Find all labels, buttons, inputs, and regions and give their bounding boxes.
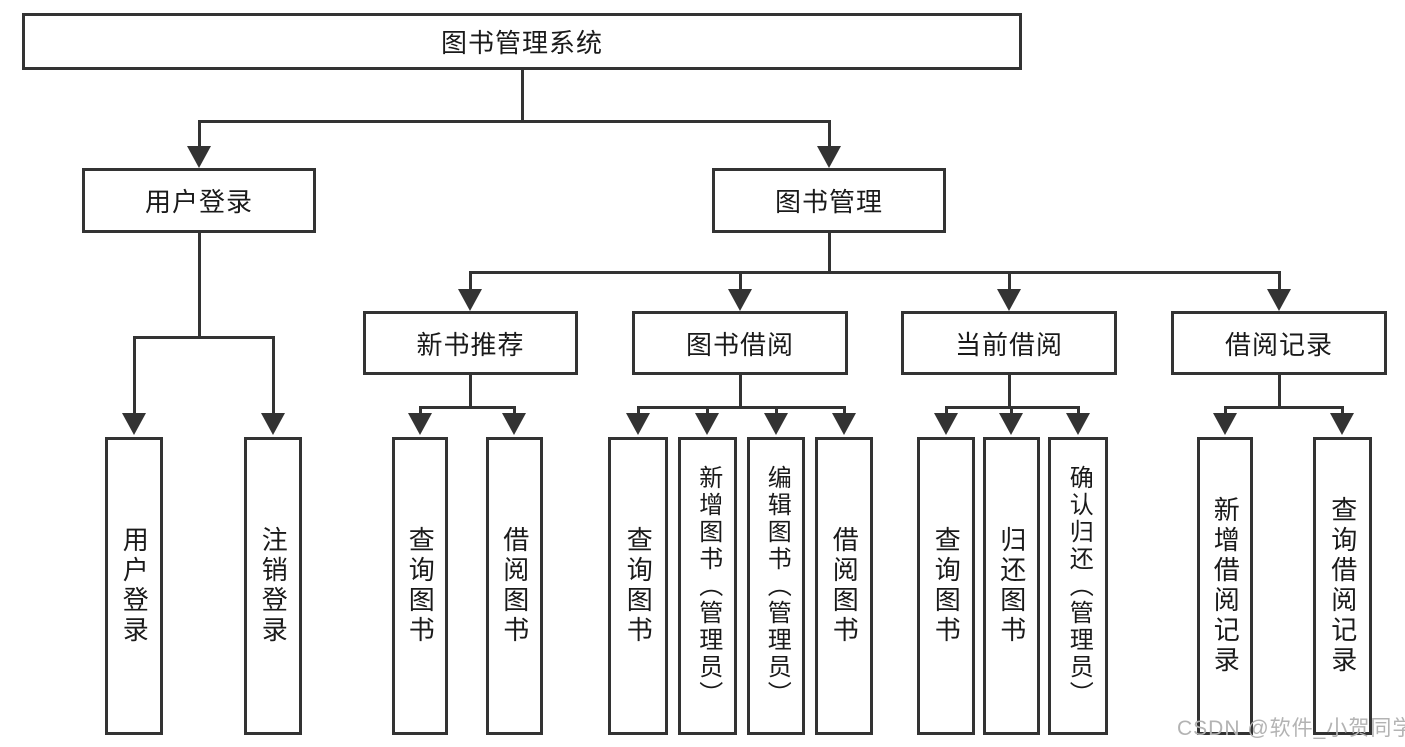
connector-line <box>739 375 742 408</box>
leaf-bb-add-books-admin: 新增图书（管理员） <box>678 437 737 735</box>
leaf-br-query-record-label: 查询借阅记录 <box>1327 496 1358 676</box>
arrowhead-down-icon <box>934 413 958 435</box>
connector-line <box>945 406 948 416</box>
connector-line <box>198 120 831 123</box>
leaf-bb-borrow-books-label: 借阅图书 <box>829 526 860 646</box>
arrowhead-down-icon <box>1267 289 1291 311</box>
arrowhead-down-icon <box>502 413 526 435</box>
connector-line <box>1278 271 1281 292</box>
leaf-cb-confirm-return-admin: 确认归还（管理员） <box>1048 437 1108 735</box>
arrowhead-down-icon <box>1066 413 1090 435</box>
leaf-bb-edit-books-admin: 编辑图书（管理员） <box>747 437 805 735</box>
arrowhead-down-icon <box>122 413 146 435</box>
arrowhead-down-icon <box>261 413 285 435</box>
leaf-nb-query-books: 查询图书 <box>392 437 448 735</box>
node-new-book-recommend-label: 新书推荐 <box>416 329 525 360</box>
connector-line <box>1341 406 1344 416</box>
node-current-borrow-label: 当前借阅 <box>954 329 1063 360</box>
connector-line <box>775 406 778 416</box>
node-library-system-label: 图书管理系统 <box>440 28 603 58</box>
arrowhead-down-icon <box>626 413 650 435</box>
node-book-borrow: 图书借阅 <box>632 311 848 375</box>
node-new-book-recommend: 新书推荐 <box>363 311 578 375</box>
connector-line <box>1077 406 1080 416</box>
arrowhead-down-icon <box>832 413 856 435</box>
connector-line <box>133 336 136 415</box>
leaf-user-login-label: 用户登录 <box>119 526 150 646</box>
connector-line <box>419 406 516 409</box>
connector-line <box>469 271 1281 274</box>
leaf-logout-label: 注销登录 <box>258 526 289 646</box>
connector-line <box>1008 271 1011 292</box>
leaf-br-add-record: 新增借阅记录 <box>1197 437 1253 735</box>
leaf-bb-add-books-admin-label: 新增图书（管理员） <box>694 464 722 708</box>
leaf-user-login: 用户登录 <box>105 437 163 735</box>
arrowhead-down-icon <box>764 413 788 435</box>
connector-line <box>272 336 275 415</box>
node-book-management: 图书管理 <box>712 168 946 233</box>
connector-line <box>198 120 201 148</box>
leaf-cb-confirm-return-admin-label: 确认归还（管理员） <box>1065 464 1093 708</box>
connector-line <box>133 336 275 339</box>
node-library-system: 图书管理系统 <box>22 13 1022 70</box>
connector-line <box>739 271 742 292</box>
node-book-management-label: 图书管理 <box>774 187 883 217</box>
leaf-logout: 注销登录 <box>244 437 302 735</box>
leaf-cb-return-books: 归还图书 <box>983 437 1040 735</box>
arrowhead-down-icon <box>728 289 752 311</box>
arrowhead-down-icon <box>695 413 719 435</box>
leaf-bb-edit-books-admin-label: 编辑图书（管理员） <box>763 464 791 708</box>
arrowhead-down-icon <box>1330 413 1354 435</box>
leaf-bb-borrow-books: 借阅图书 <box>815 437 873 735</box>
arrowhead-down-icon <box>1213 413 1237 435</box>
connector-line <box>198 233 201 338</box>
leaf-cb-return-books-label: 归还图书 <box>996 526 1027 646</box>
connector-line <box>419 406 422 416</box>
connector-line <box>828 233 831 274</box>
arrowhead-down-icon <box>999 413 1023 435</box>
arrowhead-down-icon <box>817 146 841 168</box>
connector-line <box>1224 406 1344 409</box>
node-current-borrow: 当前借阅 <box>901 311 1117 375</box>
leaf-cb-query-books-label: 查询图书 <box>931 526 962 646</box>
arrowhead-down-icon <box>458 289 482 311</box>
connector-line <box>828 120 831 148</box>
node-user-login: 用户登录 <box>82 168 316 233</box>
connector-line <box>706 406 709 416</box>
leaf-br-query-record: 查询借阅记录 <box>1313 437 1372 735</box>
node-borrow-records: 借阅记录 <box>1171 311 1387 375</box>
connector-line <box>1278 375 1281 408</box>
connector-line <box>469 271 472 292</box>
leaf-nb-borrow-books-label: 借阅图书 <box>499 526 530 646</box>
connector-line <box>637 406 640 416</box>
connector-line <box>513 406 516 416</box>
watermark: CSDN @软件_小贺同学 <box>1177 717 1405 740</box>
connector-line <box>637 406 846 409</box>
arrowhead-down-icon <box>997 289 1021 311</box>
connector-line <box>1008 375 1011 408</box>
connector-line <box>1224 406 1227 416</box>
leaf-br-add-record-label: 新增借阅记录 <box>1210 496 1241 676</box>
connector-line <box>1010 406 1013 416</box>
node-user-login-label: 用户登录 <box>144 187 253 217</box>
connector-line <box>843 406 846 416</box>
node-book-borrow-label: 图书借阅 <box>685 329 794 360</box>
arrowhead-down-icon <box>408 413 432 435</box>
connector-line <box>521 70 524 122</box>
connector-line <box>469 375 472 408</box>
arrowhead-down-icon <box>187 146 211 168</box>
leaf-nb-query-books-label: 查询图书 <box>405 526 436 646</box>
leaf-nb-borrow-books: 借阅图书 <box>486 437 543 735</box>
leaf-bb-query-books-label: 查询图书 <box>623 526 654 646</box>
node-borrow-records-label: 借阅记录 <box>1224 329 1333 360</box>
leaf-bb-query-books: 查询图书 <box>608 437 668 735</box>
leaf-cb-query-books: 查询图书 <box>917 437 975 735</box>
